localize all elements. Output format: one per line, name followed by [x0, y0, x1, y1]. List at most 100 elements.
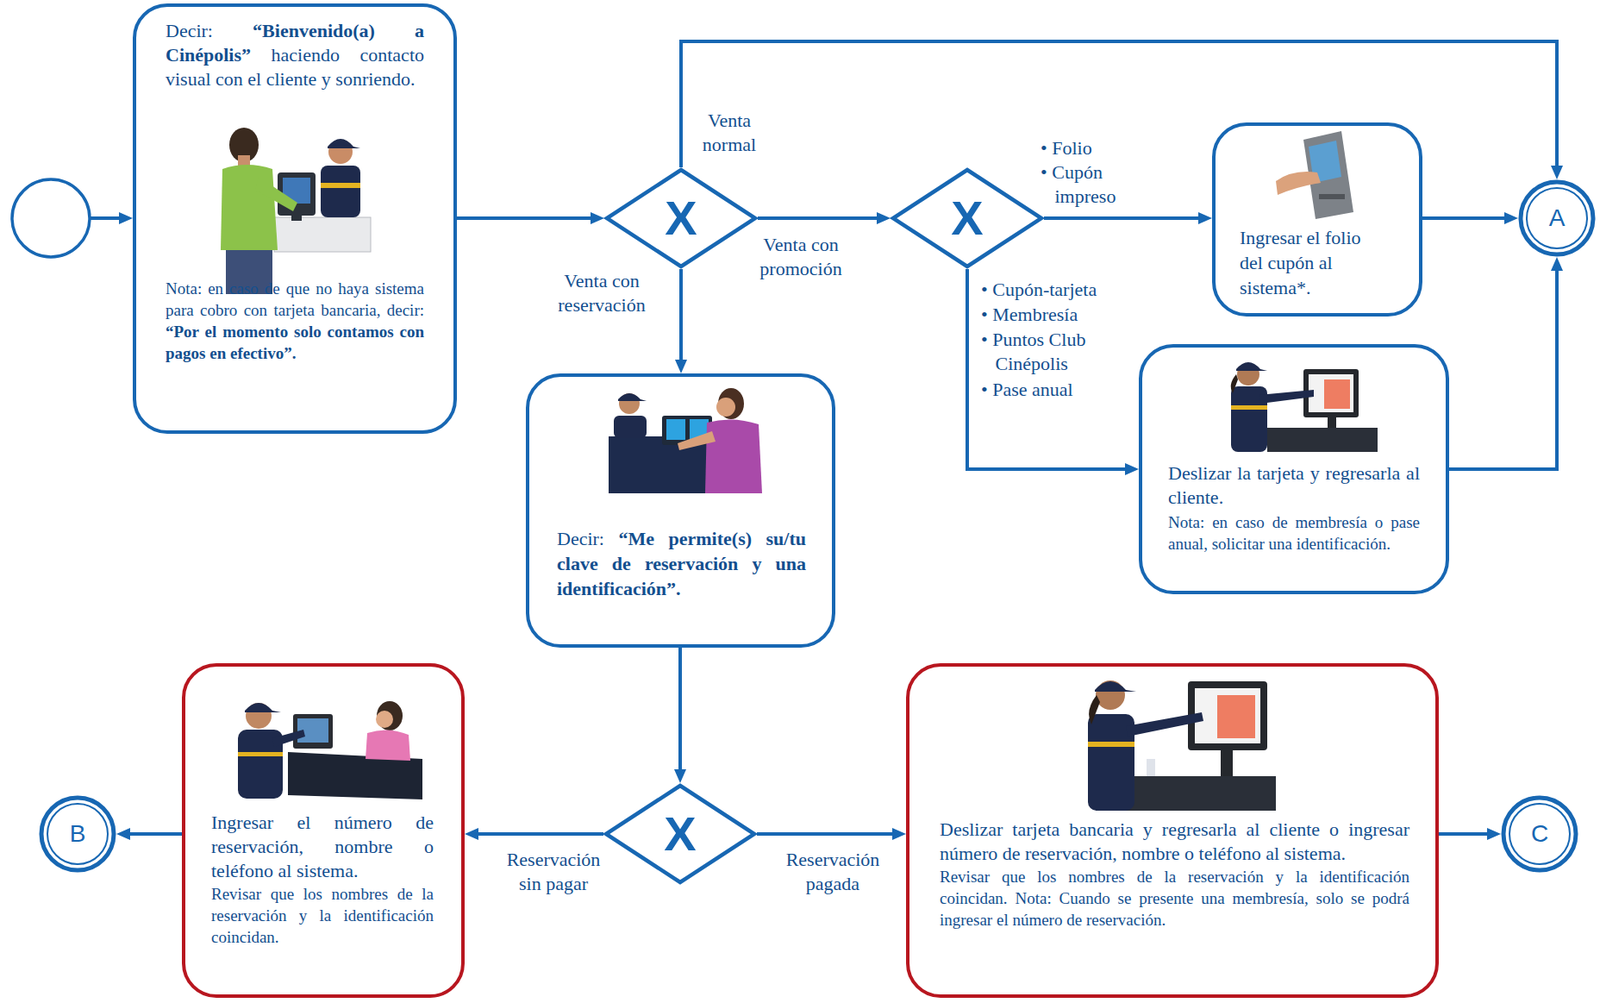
text-paragraph: Decir: “Bienvenido(a) a Cinépolis” hacie… [165, 18, 425, 92]
text-paragraph: Ingresar el folio del cupón al sistema*. [1239, 225, 1388, 300]
condition-bullet: • Cupón-tarjeta [981, 277, 1130, 302]
monitor-stand [1327, 417, 1337, 428]
cashier-stripe [1231, 405, 1268, 410]
customer-jeans [225, 250, 273, 294]
bottle [1146, 758, 1156, 776]
connector-letter: A [1549, 206, 1566, 231]
decision-diamond [606, 169, 756, 267]
flow-label: Reservación pagada [776, 847, 889, 896]
cashier-ponytail [1231, 374, 1238, 394]
end-event-ring [41, 797, 114, 870]
text-paragraph: Revisar que los nombres de la reservació… [939, 865, 1410, 931]
exclusive-gateway: X [604, 167, 758, 269]
condition-bullet: • Puntos Club Cinépolis [981, 327, 1130, 376]
customer-sweater [220, 164, 278, 250]
gateway-mark: X [950, 193, 983, 243]
sequence-flow [456, 216, 593, 220]
cashier-ponytail [1088, 694, 1100, 725]
screen-panel [1217, 694, 1256, 738]
monitor-stand [1220, 750, 1233, 776]
cashier-shirt [613, 415, 647, 438]
cashier-stripe [237, 751, 283, 757]
sequence-flow [678, 647, 682, 771]
end-event: C [1500, 794, 1579, 873]
flow-label: Reservación sin pagar [497, 847, 610, 896]
step-text: haciendo contacto visual con el cliente … [165, 43, 425, 90]
end-event: A [1518, 179, 1596, 257]
sequence-flow [967, 268, 1127, 469]
flow-label: Venta con promoción [749, 232, 853, 282]
customer-face [375, 710, 394, 728]
quoted-speech: “Me permite(s) su/tu clave de reservació… [556, 527, 807, 600]
counter [274, 217, 371, 252]
gateway-outline [604, 167, 758, 269]
start-flow [89, 216, 121, 220]
text-paragraph: Deslizar la tarjeta y regresarla al clie… [1168, 461, 1420, 510]
end-event-ring [1503, 797, 1576, 870]
end-event-inner-ring [1509, 803, 1570, 864]
gateway-outline [890, 167, 1044, 269]
step-text: Nota: en caso de membresía o pase anual,… [1168, 512, 1420, 553]
decision-diamond [606, 785, 755, 882]
end-outline [38, 794, 117, 873]
step-text: Decir: [556, 527, 605, 550]
condition-bullet: • Pase anual [981, 377, 1130, 402]
screen-panel [1324, 379, 1350, 409]
customer-top [365, 729, 411, 761]
customer-top [705, 418, 763, 494]
card-box: Deslizar la tarjeta y regresarla al clie… [1138, 343, 1450, 594]
coupon-box: Ingresar el folio del cupón al sistema*. [1212, 122, 1423, 317]
text-paragraph: Nota: en caso de que no haya sistema par… [165, 277, 425, 364]
counter [1267, 427, 1378, 452]
condition-bullet: • Cupón impreso [1040, 160, 1144, 209]
sequence-flow [476, 831, 604, 836]
text-paragraph: Ingresar el número de reservación, nombr… [211, 810, 434, 883]
exclusive-gateway: X [603, 782, 757, 885]
end-event-ring [1520, 181, 1594, 255]
step-text: Revisar que los nombres de la reservació… [939, 867, 1410, 907]
cashier-shirt [320, 165, 361, 218]
sequence-flow [1043, 216, 1200, 220]
reservation-box: Decir: “Me permite(s) su/tu clave de res… [525, 373, 836, 648]
flow-label: Venta normal [690, 108, 769, 157]
terminal-stand [291, 215, 302, 221]
hand [1275, 171, 1321, 195]
cashier-cap [1236, 362, 1268, 371]
gateway-mark: X [663, 809, 696, 858]
sequence-flow [1422, 216, 1507, 220]
end-event: B [38, 794, 117, 873]
step-text: Ingresar el folio del cupón al sistema*. [1239, 226, 1362, 299]
paid-reservation-box: Deslizar tarjeta bancaria y regresarla a… [906, 662, 1439, 998]
step-text: Deslizar tarjeta bancaria y regresarla a… [939, 818, 1410, 864]
cashier-cap [1094, 681, 1137, 692]
text-paragraph: Revisar que los nombres de la reservació… [211, 882, 434, 948]
sequence-flow [1438, 831, 1489, 836]
customer-arm [255, 176, 298, 212]
connector-letter: B [69, 821, 87, 846]
connector-letter: C [1531, 821, 1549, 846]
flow-label: Venta con reservación [545, 268, 658, 318]
exclusive-gateway: X [890, 167, 1044, 269]
text-paragraph: Nota: en caso de membresía o pase anual,… [1168, 511, 1420, 555]
counter [1120, 775, 1276, 811]
cashier-stripe [320, 182, 361, 188]
monitor-screen [1194, 687, 1261, 744]
customer-face [716, 397, 736, 417]
text-paragraph: Deslizar tarjeta bancaria y regresarla a… [939, 817, 1410, 866]
step-text: Nota: Cuando se presente una membresía, … [939, 888, 1410, 929]
terminal-screen [666, 418, 686, 440]
quoted-speech: “Bienvenido(a) a Cinépolis” [165, 19, 425, 66]
step-text: Nota: en caso de que no haya sistema par… [165, 279, 425, 319]
cashier-arm [1258, 389, 1314, 404]
card-slot [1318, 193, 1345, 200]
gateway-outline [603, 782, 757, 885]
unpaid-reservation-box: Ingresar el número de reservación, nombr… [181, 662, 465, 998]
start-event [12, 179, 90, 257]
customer-hair [376, 700, 403, 731]
cashier-stripe [1087, 741, 1135, 747]
step-text: Ingresar el número de reservación, nombr… [211, 811, 434, 882]
